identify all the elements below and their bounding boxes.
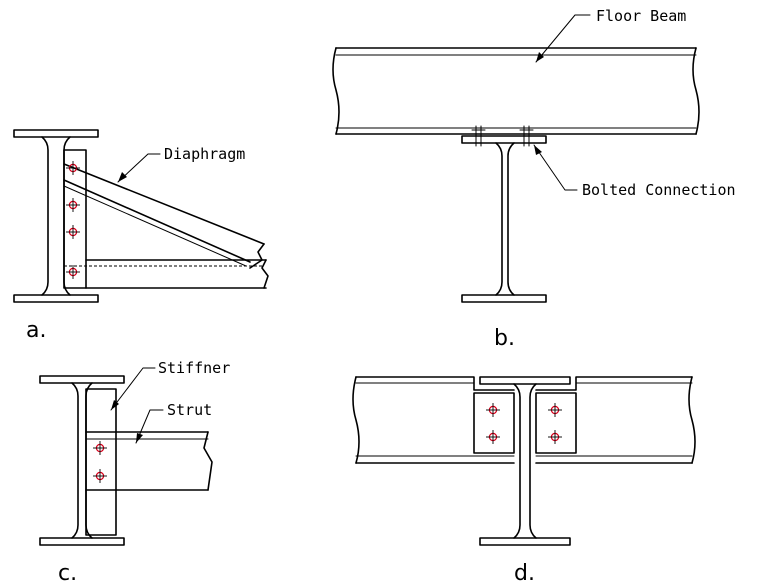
strut-member	[85, 431, 213, 491]
diaphragm-member	[63, 163, 265, 269]
floor-beam-leader	[535, 14, 591, 63]
right-connection-plate-d	[535, 392, 577, 454]
caption-c: c.	[58, 561, 77, 584]
bolt	[66, 161, 80, 175]
floor-beam-elevation	[332, 47, 700, 135]
bolt	[66, 198, 80, 212]
column-i-section-d	[479, 376, 571, 546]
bolted-connection-label: Bolted Connection	[582, 181, 736, 199]
diaphragm-leader	[117, 153, 161, 183]
bottom-strut-a	[64, 259, 269, 289]
bolt	[66, 265, 80, 279]
column-i-section-c	[39, 375, 125, 546]
floor-beam-label: Floor Beam	[596, 7, 686, 25]
diaphragm-label: Diaphragm	[164, 145, 245, 163]
detail-a: Diaphragm a.	[13, 129, 269, 343]
bolt	[486, 430, 500, 444]
stiffener-label: Stiffner	[158, 359, 230, 377]
column-i-section-b	[461, 135, 547, 303]
bolt	[548, 430, 562, 444]
bolt	[548, 403, 562, 417]
left-connection-plate-d	[473, 392, 515, 454]
detail-b: Floor Beam Bolted Connection b.	[332, 7, 736, 351]
strut-leader	[135, 409, 164, 444]
bolt-group-c	[93, 441, 107, 483]
connection-plate-a	[63, 149, 87, 289]
caption-d: d.	[514, 561, 535, 584]
bolt	[66, 225, 80, 239]
detail-c: Stiffner Strut c.	[39, 359, 230, 584]
bolt	[93, 441, 107, 455]
stiffener-leader	[110, 367, 156, 411]
caption-a: a.	[26, 318, 46, 343]
left-floor-beam-d	[352, 376, 515, 464]
bolted-connection-leader	[533, 144, 578, 191]
bolt	[486, 403, 500, 417]
bolt	[93, 469, 107, 483]
strut-label: Strut	[167, 401, 212, 419]
bolt-group-d	[486, 403, 562, 444]
right-floor-beam-d	[535, 376, 696, 464]
bolt-group-a	[66, 161, 80, 279]
caption-b: b.	[494, 326, 515, 351]
bolted-connection-bolts	[471, 125, 534, 147]
detail-d: d.	[352, 376, 696, 584]
stiffener-plate	[85, 388, 117, 536]
